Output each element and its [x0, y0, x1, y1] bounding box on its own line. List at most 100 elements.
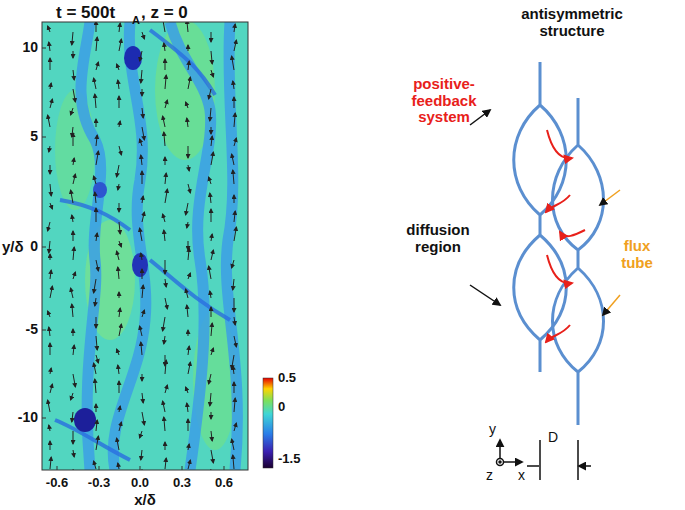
velocity-arrow [95, 94, 96, 108]
velocity-arrow [72, 215, 73, 222]
velocity-arrow [188, 165, 189, 171]
velocity-arrow [71, 190, 73, 203]
velocity-arrow [50, 384, 52, 393]
velocity-arrow [142, 32, 144, 39]
velocity-arrow [233, 81, 234, 89]
velocity-arrow [73, 450, 74, 457]
velocity-arrow [234, 113, 235, 127]
velocity-arrow [95, 379, 96, 393]
velocity-arrow [50, 203, 52, 209]
velocity-arrow [165, 59, 166, 70]
velocity-arrow [211, 431, 212, 441]
velocity-arrow [118, 184, 119, 190]
velocity-arrow [49, 425, 50, 431]
velocity-arrow [140, 228, 142, 241]
velocity-arrow [188, 248, 189, 260]
velocity-arrow [142, 285, 143, 298]
velocity-arrow [72, 32, 73, 45]
velocity-arrow [119, 422, 121, 431]
velocity-arrow [50, 457, 51, 469]
velocity-arrow [232, 154, 234, 165]
velocity-arrow [94, 176, 96, 184]
velocity-arrow [232, 439, 234, 450]
velocity-arrow [117, 349, 119, 355]
velocity-arrow [186, 102, 188, 108]
velocity-arrow [232, 260, 234, 268]
velocity-arrow [141, 70, 142, 83]
velocity-arrow [188, 77, 190, 89]
velocity-arrow [233, 170, 234, 184]
velocity-arrow [209, 89, 211, 99]
axis-letter: x [518, 468, 525, 483]
velocity-arrow [165, 298, 167, 309]
velocity-arrow [96, 151, 98, 165]
velocity-arrow [211, 136, 212, 146]
velocity-arrow [164, 230, 165, 241]
velocity-arrow [95, 298, 96, 306]
velocity-arrow [234, 227, 236, 241]
velocity-arrow [73, 174, 75, 184]
velocity-arrow [188, 146, 189, 158]
velocity-arrow [211, 32, 212, 42]
velocity-arrow [211, 127, 212, 134]
velocity-arrow [188, 444, 189, 450]
velocity-arrow [187, 403, 188, 412]
caption-label: flux tube [612, 238, 662, 271]
velocity-arrow [72, 304, 73, 317]
velocity-arrow [233, 279, 234, 290]
plot-title: A [132, 14, 140, 26]
velocity-arrow [234, 298, 235, 312]
velocity-arrow [164, 43, 165, 51]
velocity-arrow [96, 37, 97, 51]
velocity-arrow [211, 234, 212, 241]
velocity-arrow [94, 78, 96, 89]
velocity-arrow [142, 108, 143, 118]
tick-label: -0.6 [46, 476, 68, 490]
velocity-arrow [73, 247, 74, 260]
velocity-arrow [186, 387, 188, 393]
velocity-arrow [50, 286, 52, 298]
velocity-arrow [117, 64, 119, 70]
velocity-arrow [165, 75, 166, 89]
velocity-arrow [72, 412, 73, 422]
velocity-arrow [50, 368, 51, 374]
velocity-arrow [73, 329, 74, 336]
velocity-arrow [209, 374, 211, 384]
velocity-arrow [234, 138, 236, 146]
velocity-arrow [96, 260, 98, 271]
colorbar-label: 0 [278, 400, 285, 414]
velocity-arrow [188, 273, 190, 279]
velocity-arrow [234, 382, 235, 393]
tick-label: -5 [26, 322, 38, 337]
velocity-arrow [163, 22, 165, 32]
velocity-arrow [117, 438, 119, 450]
velocity-arrow [71, 288, 73, 298]
velocity-arrow [73, 158, 74, 165]
velocity-arrow [73, 51, 74, 58]
velocity-arrow [142, 310, 144, 317]
velocity-arrow [49, 327, 50, 336]
velocity-arrow [73, 133, 74, 146]
velocity-arrow [142, 196, 143, 203]
tick-label: 0.0 [131, 476, 149, 490]
velocity-arrow [163, 317, 165, 331]
velocity-arrow [209, 266, 211, 279]
axis-title: y/δ [2, 239, 24, 256]
velocity-arrow [50, 99, 52, 108]
tick-label: 10 [22, 40, 38, 55]
velocity-arrow [118, 267, 119, 279]
velocity-arrow [96, 436, 98, 450]
velocity-arrow [210, 393, 211, 406]
velocity-arrow [141, 342, 142, 355]
velocity-arrow [164, 417, 165, 431]
velocity-arrow [165, 360, 166, 374]
velocity-arrow [119, 96, 120, 108]
velocity-arrow [234, 317, 235, 325]
velocity-arrow [163, 401, 165, 412]
velocity-arrow [119, 406, 120, 412]
velocity-arrow [188, 241, 189, 250]
velocity-arrow [141, 155, 142, 165]
velocity-arrow [165, 458, 166, 469]
velocity-arrow [50, 270, 51, 279]
velocity-arrow [211, 323, 212, 336]
